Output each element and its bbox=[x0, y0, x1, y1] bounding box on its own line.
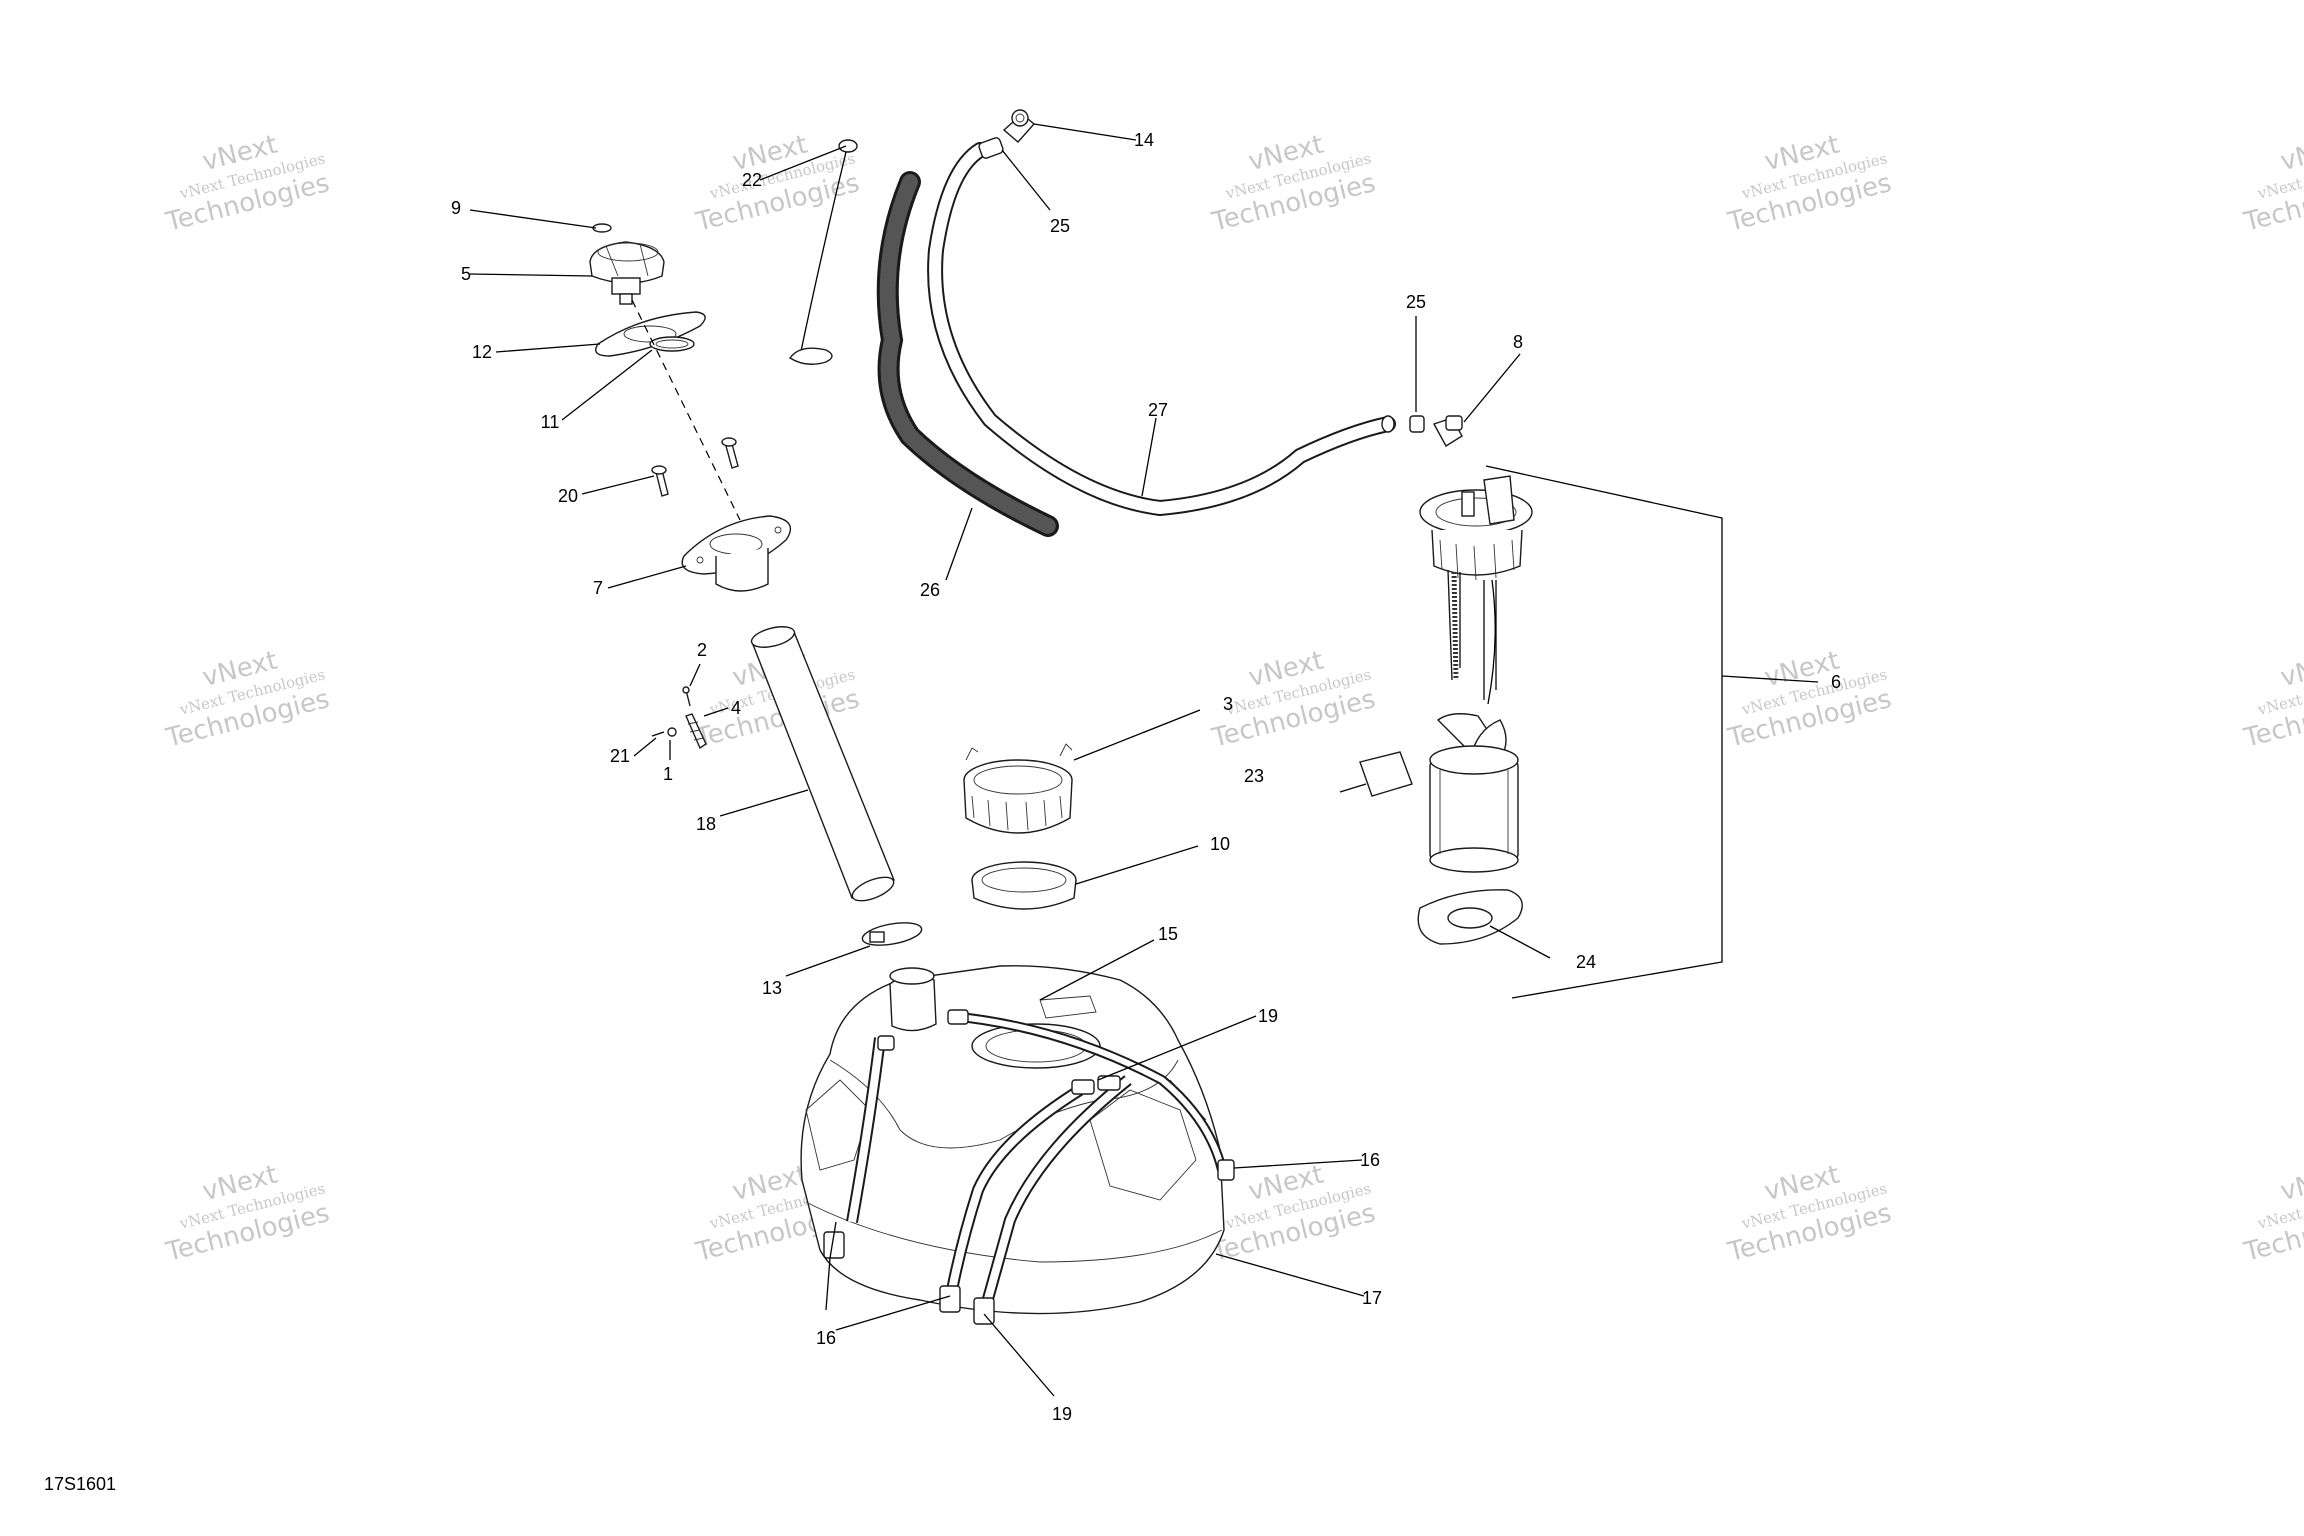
part-fuel-line-27 bbox=[927, 142, 1396, 517]
callout-23: 23 bbox=[1244, 766, 1264, 786]
callout-numbers: 9 5 12 11 20 7 2 4 21 1 18 13 22 14 25 2… bbox=[451, 130, 1841, 1424]
part-filler-cap-5 bbox=[589, 241, 665, 305]
callout-26: 26 bbox=[920, 580, 940, 600]
callout-6: 6 bbox=[1831, 672, 1841, 692]
callout-12: 12 bbox=[472, 342, 492, 362]
figure-id: 17S1601 bbox=[44, 1474, 116, 1494]
callout-5: 5 bbox=[461, 264, 471, 284]
part-filler-flange-7 bbox=[681, 515, 792, 592]
callout-11: 11 bbox=[541, 412, 560, 432]
callout-2: 2 bbox=[697, 640, 707, 660]
part-fuel-pump-module-6 bbox=[1339, 475, 1533, 873]
part-o-ring-11 bbox=[649, 336, 695, 352]
callout-13: 13 bbox=[762, 978, 782, 998]
watermark-brand: vNext bbox=[2278, 130, 2304, 177]
part-vent-hardware-1-2-4-21 bbox=[651, 686, 707, 750]
callout-19-upper: 19 bbox=[1258, 1006, 1278, 1026]
callout-15: 15 bbox=[1158, 924, 1178, 944]
callout-25-right: 25 bbox=[1406, 292, 1426, 312]
part-filler-tube-18 bbox=[750, 626, 895, 902]
callout-16-right: 16 bbox=[1360, 1150, 1380, 1170]
callout-16-lower: 16 bbox=[816, 1328, 836, 1348]
callout-9: 9 bbox=[451, 198, 461, 218]
callout-17: 17 bbox=[1362, 1288, 1382, 1308]
part-hose-clamp-13 bbox=[861, 922, 923, 946]
callout-bracket-6 bbox=[1485, 465, 1723, 999]
part-filter-24 bbox=[1417, 889, 1523, 945]
callout-4: 4 bbox=[731, 698, 741, 718]
part-pump-seal-10 bbox=[971, 861, 1077, 910]
part-fuel-tank-15 bbox=[800, 965, 1235, 1325]
part-lock-ring-3 bbox=[963, 743, 1073, 834]
callout-1: 1 bbox=[663, 764, 673, 784]
part-quick-connector-14 bbox=[1002, 109, 1036, 143]
callout-18: 18 bbox=[696, 814, 716, 834]
callout-21: 21 bbox=[610, 746, 630, 766]
part-gasket-12 bbox=[595, 311, 706, 357]
callout-7: 7 bbox=[593, 578, 603, 598]
callout-27: 27 bbox=[1148, 400, 1168, 420]
callout-8: 8 bbox=[1513, 332, 1523, 352]
part-screws-20 bbox=[651, 437, 739, 497]
watermark-brand: vNext bbox=[2278, 646, 2304, 693]
leader-lines bbox=[469, 123, 1819, 1397]
part-line-clamp-25 bbox=[978, 137, 1425, 433]
callout-19-lower: 19 bbox=[1052, 1404, 1072, 1424]
callout-20: 20 bbox=[558, 486, 578, 506]
part-tether-22 bbox=[788, 139, 858, 365]
callout-22: 22 bbox=[742, 170, 762, 190]
callout-14: 14 bbox=[1134, 130, 1154, 150]
watermark-brand: vNext bbox=[2278, 1160, 2304, 1207]
callout-3: 3 bbox=[1223, 694, 1233, 714]
part-corrugated-hose-26 bbox=[876, 171, 1059, 537]
callout-25-top: 25 bbox=[1050, 216, 1070, 236]
part-quick-connector-8 bbox=[1432, 415, 1463, 447]
callout-24: 24 bbox=[1576, 952, 1596, 972]
callout-10: 10 bbox=[1210, 834, 1230, 854]
